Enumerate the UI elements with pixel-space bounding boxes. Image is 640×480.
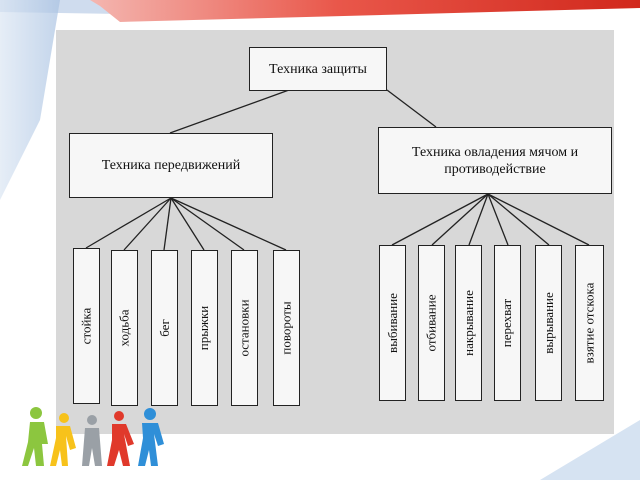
leaf-label: бег	[156, 319, 172, 337]
branch-label: Техника передвижений	[101, 158, 241, 173]
people-icon	[22, 407, 164, 466]
leaf-node: отбивание	[418, 245, 445, 401]
bottom-right-blue-swoosh	[540, 420, 640, 480]
leaf-node: накрывание	[455, 245, 482, 401]
diagram-scan: Техника защиты Техника передвижений Техн…	[56, 30, 614, 434]
root-node: Техника защиты	[249, 47, 387, 91]
figure-yellow	[50, 413, 76, 466]
leaf-label: вырывание	[540, 292, 556, 354]
branch-label: Техника овладения мячом и противодействи…	[411, 144, 579, 177]
leaf-label: стойка	[78, 307, 94, 345]
leaf-node: ходьба	[111, 250, 138, 406]
figure-green	[22, 407, 48, 466]
left-blue-swoosh	[0, 0, 60, 200]
leaf-node: бег	[151, 250, 178, 406]
connector-lines	[85, 89, 590, 251]
leaf-node: перехват	[494, 245, 521, 401]
leaf-node: повороты	[273, 250, 300, 406]
branch-ball-node: Техника овладения мячом и противодействи…	[378, 127, 612, 194]
leaf-label: выбивание	[384, 293, 400, 353]
leaf-node: остановки	[231, 250, 258, 406]
figure-gray	[82, 415, 102, 466]
leaf-node: выбивание	[379, 245, 406, 401]
leaf-label: ходьба	[116, 309, 132, 347]
figure-red	[107, 411, 134, 466]
leaf-label: повороты	[278, 301, 294, 355]
leaf-label: остановки	[236, 299, 252, 357]
top-red-ribbon	[90, 0, 640, 22]
root-label: Техника защиты	[269, 61, 367, 77]
leaf-label: отбивание	[423, 294, 439, 352]
leaf-node: стойка	[73, 248, 100, 404]
right-fan-lines	[391, 193, 590, 246]
leaf-label: прыжки	[196, 305, 212, 351]
leaf-label: накрывание	[460, 290, 476, 356]
leaf-node: взятие отскока	[575, 245, 604, 401]
leaf-label: перехват	[499, 298, 515, 348]
figure-blue	[138, 408, 164, 466]
leaf-label: взятие отскока	[581, 282, 597, 364]
left-fan-lines	[85, 197, 287, 251]
branch-movement-node: Техника передвижений	[69, 133, 273, 198]
leaf-node: прыжки	[191, 250, 218, 406]
leaf-node: вырывание	[535, 245, 562, 401]
